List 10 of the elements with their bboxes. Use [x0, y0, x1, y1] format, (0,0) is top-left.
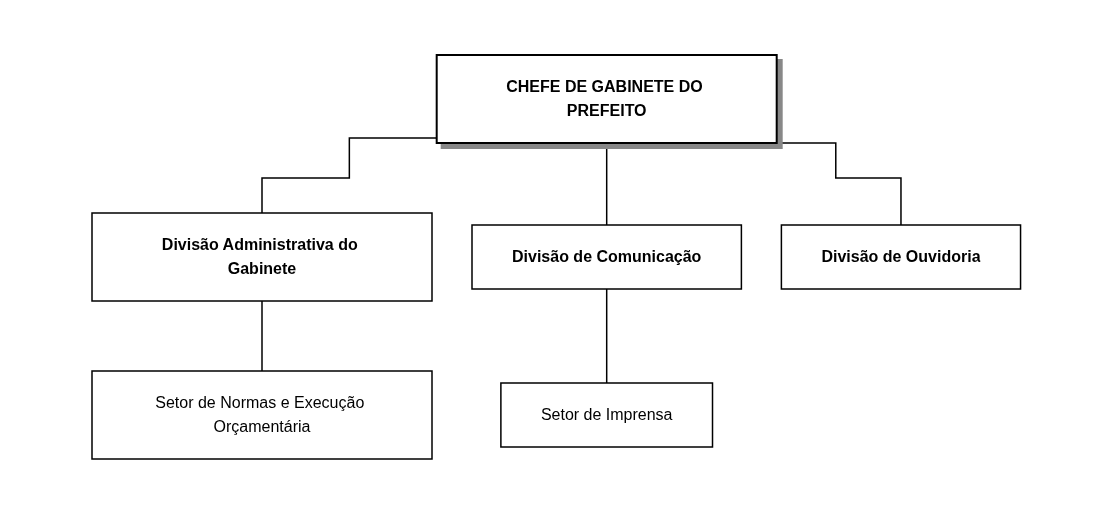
node-box: Setor de Imprensa	[499, 381, 713, 448]
node-box: Divisão de Ouvidoria	[780, 223, 1021, 290]
node-box: CHEFE DE GABINETE DO PREFEITO	[435, 53, 778, 144]
connector	[260, 136, 438, 214]
node-box: Setor de Normas e Execução Orçamentária	[90, 369, 433, 460]
node-box: Divisão de Comunicação	[470, 223, 742, 290]
connector	[605, 287, 608, 384]
connector	[605, 141, 608, 226]
node-box: Divisão Administrativa do Gabinete	[90, 211, 433, 302]
connector	[260, 299, 263, 372]
